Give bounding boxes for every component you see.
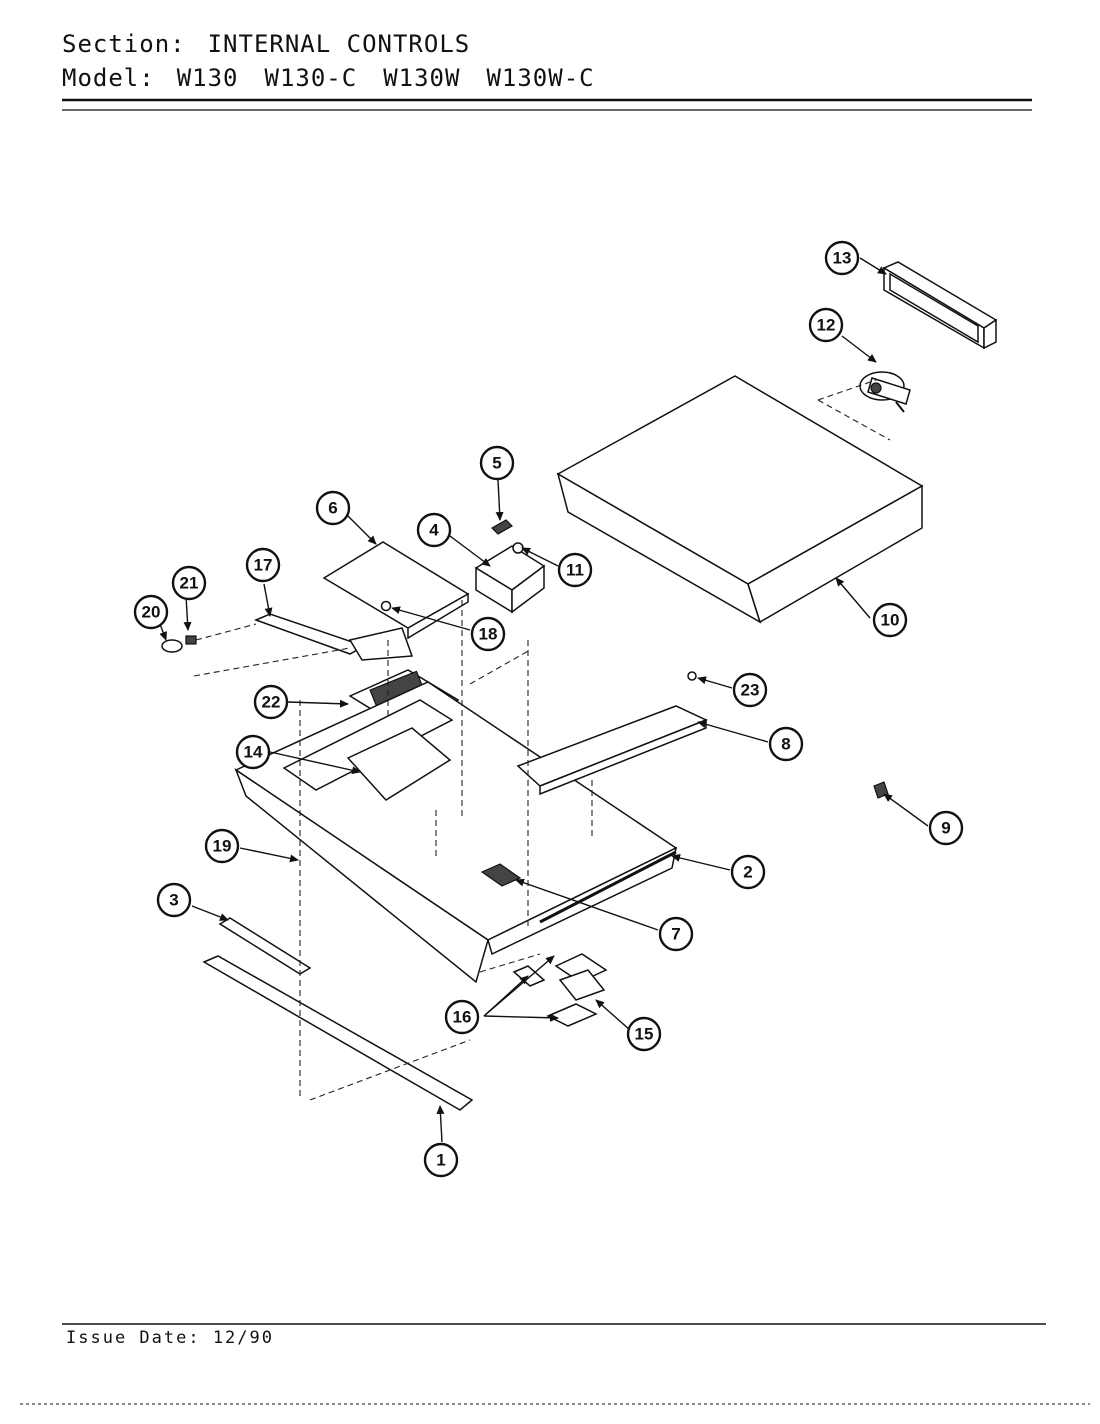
svg-text:6: 6 [328,499,337,518]
model-w130w-c: W130W-C [486,64,595,92]
issue-date: Issue Date: 12/90 [66,1328,274,1348]
callout-19: 19 [204,828,240,864]
svg-text:3: 3 [169,891,178,910]
callout-18: 18 [470,616,506,652]
svg-text:19: 19 [213,837,232,856]
part-screw-11 [512,542,524,554]
part-clip-16b [546,1003,598,1027]
svg-text:14: 14 [244,743,263,762]
part-rod-17 [253,613,414,661]
callout-4: 4 [416,512,452,548]
part-cover-10 [556,375,924,624]
svg-text:15: 15 [635,1025,654,1044]
svg-text:21: 21 [180,574,199,593]
model-line: Model: W130 W130-C W130W W130W-C [62,64,595,92]
callout-23: 23 [732,672,768,708]
part-switch-15 [554,953,608,1001]
part-screw-23 [687,671,697,681]
callout-3: 3 [156,882,192,918]
callout-22: 22 [253,684,289,720]
callout-21: 21 [171,565,207,601]
part-base-19 [234,681,678,984]
part-bracket-13 [882,261,998,350]
part-plate-7 [480,863,522,887]
callout-5: 5 [479,445,515,481]
part-spring-21 [185,635,197,645]
part-motor-12 [859,371,911,413]
part-panel-6 [322,541,470,640]
callout-1: 1 [423,1142,459,1178]
part-knob-20 [161,639,183,653]
model-w130w: W130W [383,64,461,92]
part-screw-18 [380,600,392,612]
svg-text:18: 18 [479,625,498,644]
part-clip-5 [491,519,513,535]
callout-14: 14 [235,734,271,770]
part-box-4 [474,545,546,614]
callout-20: 20 [133,594,169,630]
svg-text:20: 20 [142,603,161,622]
callout-16: 16 [444,999,480,1035]
callout-8: 8 [768,726,804,762]
callout-17: 17 [245,547,281,583]
leader-arrows [159,257,929,1143]
svg-text:1: 1 [436,1151,445,1170]
svg-text:11: 11 [566,561,584,580]
callout-6: 6 [315,490,351,526]
svg-text:7: 7 [671,925,680,944]
svg-text:22: 22 [262,693,281,712]
callout-10: 10 [872,602,908,638]
svg-text:23: 23 [741,681,760,700]
callout-15: 15 [626,1016,662,1052]
callout-9: 9 [928,810,964,846]
section-line: Section: INTERNAL CONTROLS [62,30,470,58]
svg-text:2: 2 [743,863,752,882]
section-value: INTERNAL CONTROLS [207,30,471,58]
model-label: Model: [62,64,155,92]
part-rail-1 [202,955,474,1111]
part-rod-2 [539,850,677,924]
svg-text:17: 17 [254,556,273,575]
callout-2: 2 [730,854,766,890]
svg-text:9: 9 [941,819,950,838]
model-w130-c: W130-C [264,64,358,92]
callout-7: 7 [658,916,694,952]
callout-13: 13 [824,240,860,276]
section-label: Section: [62,30,186,58]
part-channel-8 [516,705,708,796]
svg-text:16: 16 [453,1008,472,1027]
part-plate-14 [346,727,452,801]
callout-11: 11 [557,552,593,588]
svg-text:13: 13 [833,249,852,268]
svg-text:10: 10 [881,611,900,630]
dashed-alignment-lines [193,379,891,1101]
callout-12: 12 [808,307,844,343]
model-w130: W130 [176,64,239,92]
svg-text:12: 12 [817,316,836,335]
svg-text:8: 8 [781,735,790,754]
svg-text:5: 5 [492,454,501,473]
svg-text:4: 4 [429,521,439,540]
